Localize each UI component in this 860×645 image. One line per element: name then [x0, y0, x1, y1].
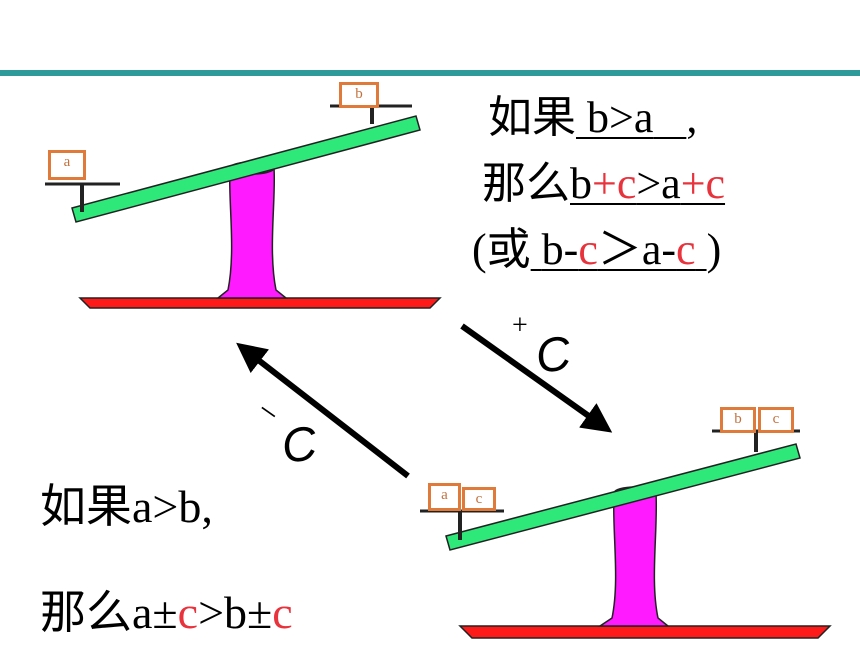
arrow-subtract-c [236, 342, 410, 479]
arrow-label-plus-var: C [532, 326, 575, 385]
line1-suffix: , [686, 93, 698, 142]
arrow-label-minus-var: C [278, 416, 321, 475]
line1-expr: b>a [587, 93, 654, 142]
arrow-add-c [460, 323, 613, 433]
weight-a-top: a [48, 150, 86, 180]
text-left-line2: 那么a±c>b±c [40, 587, 293, 638]
line1-prefix: 如果 [488, 93, 576, 142]
line3-expr: b-c＞a-c [541, 225, 696, 274]
text-left-line1: 如果a>b, [40, 481, 213, 532]
arrow-label-plus-sign: + [512, 310, 528, 341]
text-right-line3: (或 b-c＞a-c ) [472, 228, 721, 272]
line3-close: ) [706, 225, 722, 274]
pillar-bottom [597, 492, 671, 627]
weight-a-bottom: a [428, 483, 461, 511]
text-right-line1: 如果 b>a , [488, 96, 697, 140]
header-divider-line [0, 70, 860, 76]
base-top [78, 297, 442, 309]
seesaw-top [45, 104, 442, 309]
seesaw-bottom [420, 429, 832, 639]
line2-expr: b+c>a+c [570, 159, 726, 208]
base-bottom [458, 625, 832, 639]
line3-open: (或 [472, 225, 531, 274]
weight-b-bottom: b [720, 407, 756, 433]
weight-c-bottom-left: c [462, 487, 496, 511]
line2-prefix: 那么 [482, 159, 570, 208]
beam-top [71, 115, 421, 223]
beam-bottom [445, 443, 801, 551]
pillar-top [215, 167, 289, 299]
weight-c-bottom-right: c [758, 407, 794, 433]
text-right-line2: 那么b+c>a+c [482, 162, 725, 206]
weight-b-top: b [339, 82, 379, 108]
